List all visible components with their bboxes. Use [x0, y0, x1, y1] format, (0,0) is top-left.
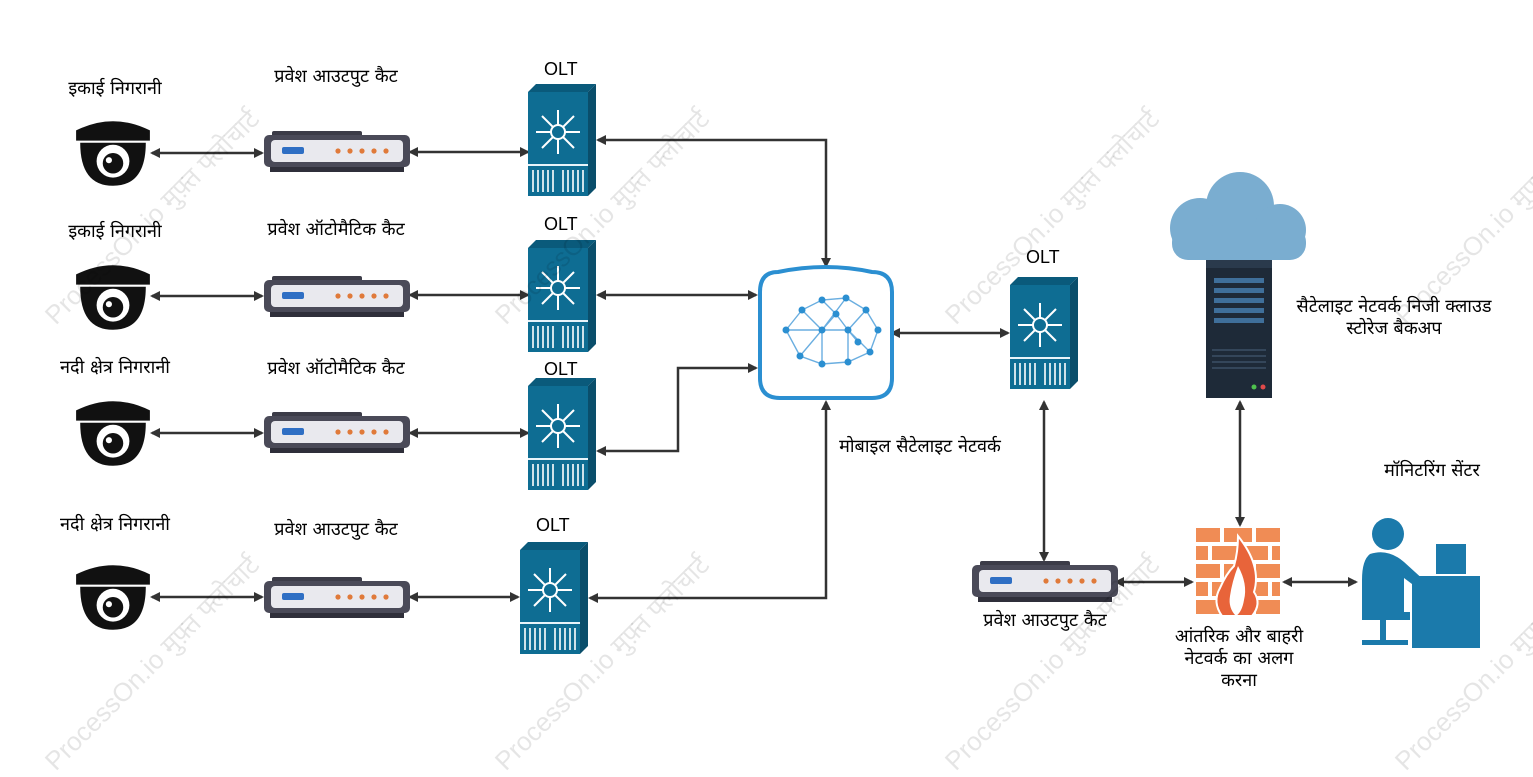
- olt-label: OLT: [536, 515, 570, 535]
- olt-label: OLT: [544, 59, 578, 79]
- dome-camera-icon: [76, 265, 150, 330]
- camera-label: इकाई निगरानी: [68, 221, 162, 242]
- access-router-icon: [972, 561, 1118, 602]
- router-label: प्रवेश आउटपुट कैट: [274, 66, 398, 87]
- olt-label: OLT: [544, 214, 578, 234]
- diagram-canvas: [76, 84, 1480, 654]
- olt-switch-icon: [1010, 277, 1078, 389]
- mobile-network-label: मोबाइल सैटेलाइट नेटवर्क: [839, 436, 1001, 457]
- connectors: [150, 135, 1358, 603]
- olt-label: OLT: [544, 359, 578, 379]
- storage-label: सैटेलाइट नेटवर्क निजी क्लाउड स्टोरेज बैक…: [1296, 296, 1492, 339]
- router-label: प्रवेश ऑटोमैटिक कैट: [267, 358, 405, 379]
- olt4-mobile-link: [588, 400, 831, 603]
- olt-switch-icon: [528, 378, 596, 490]
- camera-label: नदी क्षेत्र निगरानी: [60, 514, 170, 535]
- access-router-icon: [264, 577, 410, 618]
- monitoring-label: मॉनिटरिंग सेंटर: [1384, 460, 1480, 481]
- firewall-icon: [1196, 528, 1280, 617]
- dome-camera-icon: [76, 121, 150, 186]
- router-label: प्रवेश ऑटोमैटिक कैट: [267, 219, 405, 240]
- dome-camera-icon: [76, 565, 150, 630]
- access-router-icon: [264, 276, 410, 317]
- cloud-server-icon: [1170, 172, 1306, 398]
- olt-label: OLT: [1026, 247, 1060, 267]
- olt-switch-icon: [528, 240, 596, 352]
- firewall-label: आंतरिक और बाहरी नेटवर्क का अलग करना: [1174, 626, 1304, 691]
- olt1-mobile-link: [596, 135, 831, 268]
- dome-camera-icon: [76, 401, 150, 466]
- olt-switch-icon: [528, 84, 596, 196]
- right-router-label: प्रवेश आउटपुट कैट: [983, 610, 1107, 631]
- operator-desk-icon: [1362, 518, 1480, 648]
- access-router-icon: [264, 412, 410, 453]
- camera-label: नदी क्षेत्र निगरानी: [60, 357, 170, 378]
- olt3-mobile-link: [596, 363, 758, 456]
- router-label: प्रवेश आउटपुट कैट: [274, 519, 398, 540]
- neural-network-icon: [758, 265, 894, 400]
- olt-switch-icon: [520, 542, 588, 654]
- camera-label: इकाई निगरानी: [68, 78, 162, 99]
- access-router-icon: [264, 131, 410, 172]
